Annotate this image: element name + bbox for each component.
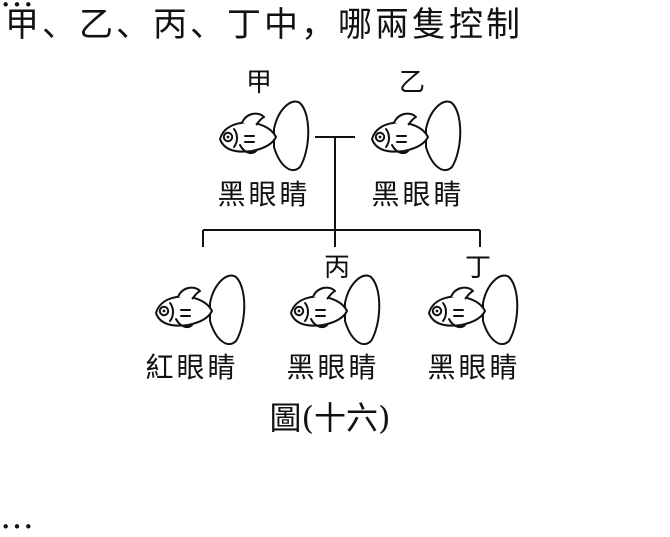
question-text: 甲、乙、丙、丁中，哪兩隻控制	[5, 5, 523, 45]
offspring-ding-fish-icon	[428, 274, 519, 346]
parent-yi-eye-color: 黑眼睛	[371, 178, 465, 211]
pedigree-lines-and-fish	[155, 100, 519, 346]
next-line-fragment: …	[0, 497, 36, 537]
parent-jia-eye-color: 黑眼睛	[217, 178, 311, 211]
parent-yi-label: 乙	[398, 68, 426, 98]
offspring-bing-label: 丙	[323, 253, 351, 283]
offspring-bing-fish-icon	[290, 274, 381, 346]
offspring-ding-label: 丁	[464, 253, 492, 283]
figure-caption: 圖(十六)	[269, 399, 391, 437]
offspring-1-eye-color: 紅眼睛	[145, 351, 239, 384]
offspring-bing-eye-color: 黑眼睛	[286, 351, 380, 384]
offspring-1-fish-icon	[155, 274, 246, 346]
previous-line-fragment: …	[0, 0, 36, 12]
offspring-ding-eye-color: 黑眼睛	[427, 351, 521, 384]
parent-yi-fish-icon	[371, 100, 462, 172]
parent-jia-fish-icon	[219, 100, 310, 172]
parent-jia-label: 甲	[245, 68, 273, 98]
